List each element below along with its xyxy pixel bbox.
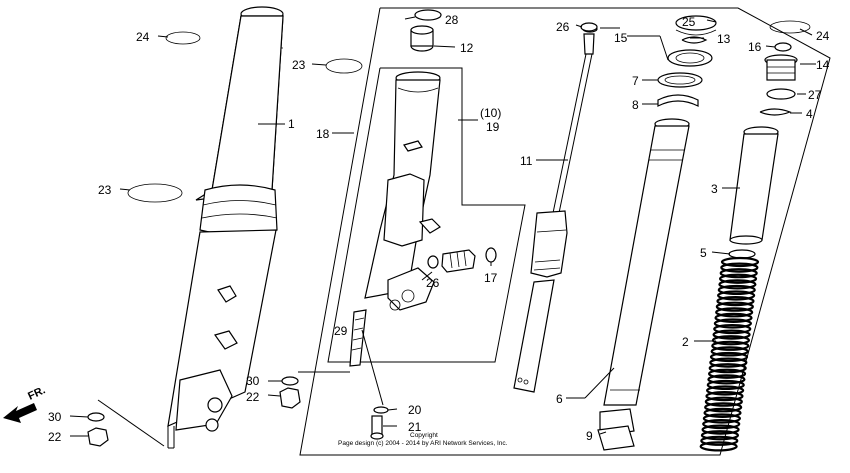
stud-bolt-part <box>349 309 367 367</box>
callout-4: 4 <box>806 107 813 121</box>
callout-9: 9 <box>586 429 593 443</box>
washer-part <box>580 22 598 32</box>
copyright-line-1: Copyright <box>410 432 438 439</box>
seal-stack <box>657 15 717 107</box>
snap-ring-part <box>127 183 183 203</box>
callout-18: 18 <box>316 127 330 141</box>
callout-17: 17 <box>484 271 498 285</box>
fork-cap-stack <box>759 20 811 116</box>
fork-outer-tube-assembly <box>167 6 284 449</box>
callout-26-middle: 26 <box>426 276 440 290</box>
bolt-washer-bottom <box>370 406 389 440</box>
callout-13: 13 <box>717 32 731 46</box>
washer-bolt-middle <box>279 376 301 409</box>
fork-spring <box>699 256 760 452</box>
callout-7: 7 <box>632 74 639 88</box>
callout-30-middle: 30 <box>246 374 260 388</box>
callout-2: 2 <box>682 335 689 349</box>
callout-24-left: 24 <box>136 30 150 44</box>
inner-tube <box>599 118 690 436</box>
slider-subframe <box>327 67 526 363</box>
clip-ring-part <box>165 31 201 45</box>
spacer-tube <box>729 126 779 245</box>
callout-20: 20 <box>408 403 422 417</box>
callout-3: 3 <box>711 182 718 196</box>
callout-23-left: 23 <box>98 183 112 197</box>
callout-16: 16 <box>748 40 762 54</box>
callout-28: 28 <box>445 13 459 27</box>
callout-27: 27 <box>808 88 822 102</box>
front-direction-label: FR. <box>26 384 47 402</box>
callout-26-top: 26 <box>556 20 570 34</box>
washer-bolt-left <box>87 412 109 447</box>
clip-part <box>597 425 635 451</box>
callout-8: 8 <box>632 98 639 112</box>
spring-seat-part <box>728 249 756 259</box>
callout-22-left: 22 <box>48 430 62 444</box>
callout-6: 6 <box>556 392 563 406</box>
callout-30-left: 30 <box>48 410 62 424</box>
callout-14: 14 <box>816 58 830 72</box>
top-cap-parts <box>410 9 442 52</box>
callout-labels: 1 2 3 4 5 6 7 8 9 (10) 11 12 13 14 15 16… <box>48 13 830 444</box>
callout-19: 19 <box>486 120 500 134</box>
callout-11: 11 <box>520 154 533 168</box>
copyright-line-2: Page design (c) 2004 - 2014 by ARI Netwo… <box>338 440 508 447</box>
callout-15: 15 <box>614 31 628 45</box>
callout-24-right: 24 <box>816 29 830 43</box>
callout-22-middle: 22 <box>246 390 260 404</box>
front-direction-arrow: FR. <box>3 384 47 423</box>
callout-23-middle: 23 <box>292 58 306 72</box>
callout-12: 12 <box>460 41 474 55</box>
callout-1: 1 <box>288 117 295 131</box>
damper-rod <box>513 25 598 393</box>
leader-lines <box>69 16 816 447</box>
fork-slider <box>364 71 441 311</box>
callout-21: 21 <box>408 420 422 434</box>
callout-29: 29 <box>334 324 348 338</box>
callout-10: (10) <box>480 106 501 120</box>
callout-25: 25 <box>682 15 696 29</box>
snap-ring-part <box>325 58 363 74</box>
assembly-frame <box>299 7 831 456</box>
callout-5: 5 <box>700 246 707 260</box>
valve-parts <box>427 247 497 273</box>
